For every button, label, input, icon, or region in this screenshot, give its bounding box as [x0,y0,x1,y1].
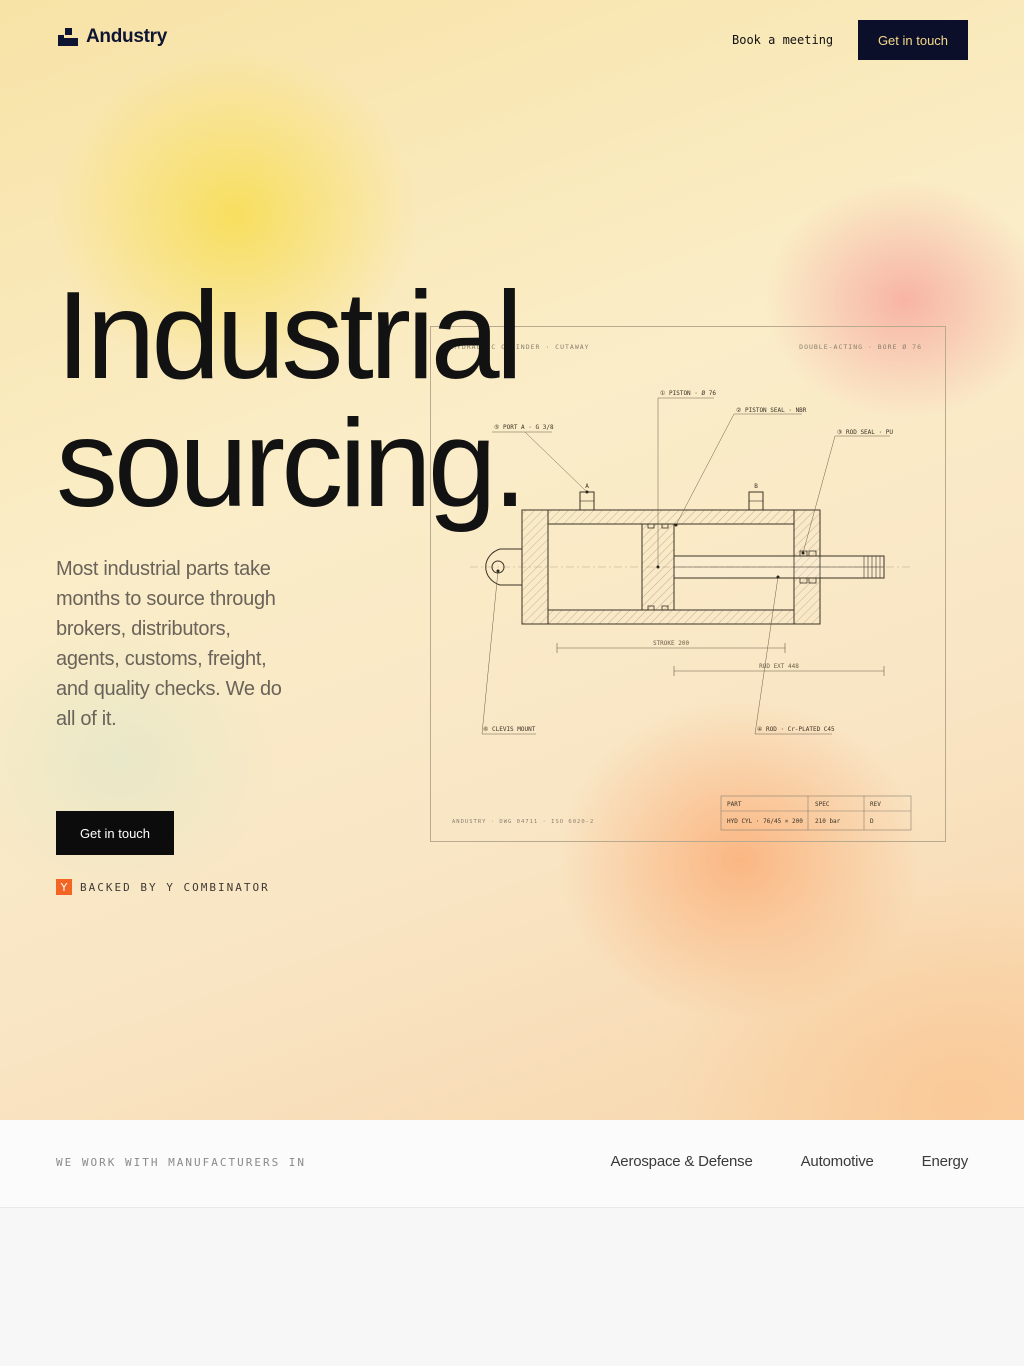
brand-logo[interactable]: Andustry [58,26,167,48]
drawing-title-right: DOUBLE-ACTING · BORE Ø 76 [799,343,922,351]
callout-port-a: ⑤ PORT A · G 3/8 [494,424,554,431]
cap-end [521,509,549,625]
table-cell-spec: 210 bar [815,818,841,825]
industries-band: WE WORK WITH MANUFACTURERS IN Aerospace … [0,1120,1024,1208]
hero-headline: Industrial sourcing. [56,267,527,533]
table-header-rev: REV [870,801,881,808]
industry-aerospace: Aerospace & Defense [610,1153,753,1170]
drawing-footer: ANDUSTRY · DWG 04711 · ISO 6020-2 [452,819,594,825]
y-combinator-icon: Y [56,879,72,895]
table-cell-rev: D [870,818,874,825]
callout-piston-seal: ② PISTON SEAL · NBR [736,407,807,414]
title-block [720,795,912,831]
callout-rod: ④ ROD · Cr-PLATED C45 [757,726,835,733]
callout-piston: ① PISTON · Ø 76 [660,390,716,397]
callout-clevis: ⑥ CLEVIS MOUNT [483,726,536,733]
drawing-frame [430,326,946,842]
brand-name: Andustry [86,26,167,47]
hero-section: Andustry Book a meeting Get in touch Ind… [0,0,1024,1120]
hero-subcopy: Most industrial parts take months to sou… [56,558,282,730]
yc-badge-text: BACKED BY Y COMBINATOR [80,880,270,894]
table-header-spec: SPEC [815,801,830,808]
logo-mark-icon [58,26,80,48]
barrel-bottom-wall [547,609,795,625]
port-b-label: B [754,483,758,490]
rod-thread [863,556,881,578]
table-cell-part: HYD CYL · 76/45 × 200 [727,818,803,825]
industries-label: WE WORK WITH MANUFACTURERS IN [56,1156,307,1169]
dimension-rod-ext: ROD EXT 448 [759,663,799,670]
headline-line-1: Industrial [56,267,523,405]
technical-drawing: HYDRAULIC CYLINDER · CUTAWAY DOUBLE-ACTI… [430,326,946,842]
hero-get-in-touch-button[interactable]: Get in touch [56,811,174,855]
headline-line-2: sourcing. [56,395,527,533]
industries-list: Aerospace & Defense Automotive Energy [611,1153,969,1170]
yc-badge: Y BACKED BY Y COMBINATOR [56,879,270,895]
industry-automotive: Automotive [800,1153,874,1170]
drawing-title-left: HYDRAULIC CYLINDER · CUTAWAY [452,343,590,351]
dimension-stroke: STROKE 200 [653,640,690,647]
port-a-label: A [585,483,589,490]
callout-rod-seal: ③ ROD SEAL · PU [837,429,893,436]
book-meeting-link[interactable]: Book a meeting [732,33,834,47]
industry-energy: Energy [921,1153,969,1170]
table-header-part: PART [727,801,742,808]
nav-get-in-touch-button[interactable]: Get in touch [858,20,968,60]
barrel-top-wall [547,509,795,525]
